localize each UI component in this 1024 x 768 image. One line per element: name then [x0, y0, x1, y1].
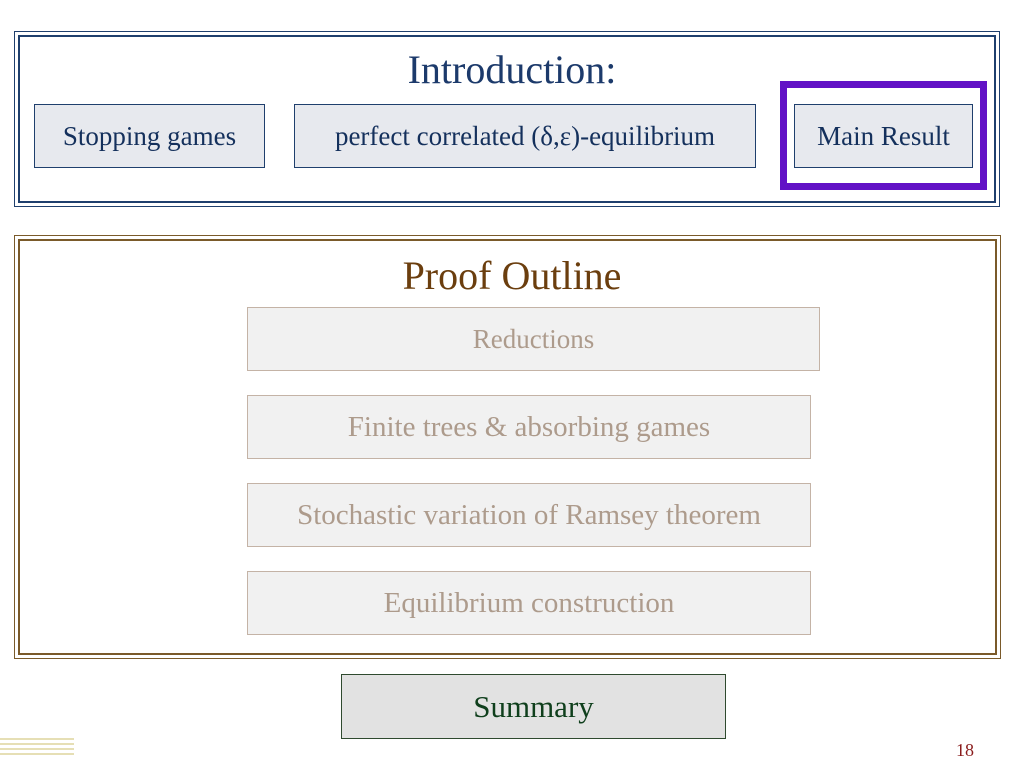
- introduction-title: Introduction:: [407, 47, 617, 92]
- reductions-box[interactable]: Reductions: [247, 307, 820, 371]
- finite-trees-box[interactable]: Finite trees & absorbing games: [247, 395, 811, 459]
- page-number: 18: [956, 740, 974, 760]
- equilibrium-construction-box[interactable]: Equilibrium construction: [247, 571, 811, 635]
- perfect-correlated-equilibrium-box[interactable]: perfect correlated (δ,ε)-equilibrium: [294, 104, 756, 168]
- footer-line: [0, 738, 74, 740]
- footer-decoration: [0, 738, 74, 762]
- main-result-box[interactable]: Main Result: [794, 104, 973, 168]
- footer-line: [0, 743, 74, 745]
- introduction-frame-outer: [14, 31, 1000, 207]
- footer-line: [0, 748, 74, 750]
- stopping-games-box[interactable]: Stopping games: [34, 104, 265, 168]
- summary-box[interactable]: Summary: [341, 674, 726, 739]
- current-section-highlight: [780, 81, 987, 190]
- proof-outline-title: Proof Outline: [402, 253, 622, 298]
- footer-line: [0, 753, 74, 755]
- proof-outline-frame-outer: [14, 235, 1001, 659]
- stochastic-ramsey-box[interactable]: Stochastic variation of Ramsey theorem: [247, 483, 811, 547]
- proof-outline-frame-inner: [18, 239, 997, 655]
- introduction-frame-inner: [18, 35, 996, 203]
